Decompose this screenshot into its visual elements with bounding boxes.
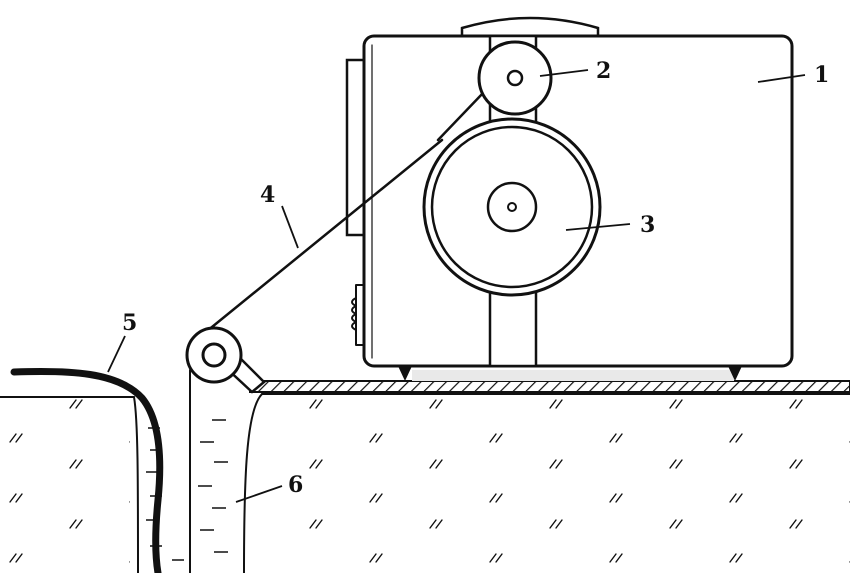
- guide-pulley: [185, 326, 266, 394]
- label-5: 5: [122, 310, 137, 336]
- soil-left: [0, 399, 130, 573]
- leader-3: [565, 223, 631, 231]
- cable-5: [10, 367, 164, 573]
- leader-2: [539, 69, 589, 77]
- pulley-2-wheel: [477, 40, 553, 116]
- borehole-left-wall: [133, 396, 139, 573]
- guide-pulley-wheel: [185, 326, 243, 384]
- drum-hub: [486, 181, 538, 233]
- label-1: 1: [814, 62, 829, 88]
- base-plate-highlight: [412, 370, 734, 381]
- guide-pulley-hub: [201, 342, 227, 368]
- case-handle: [460, 16, 600, 39]
- leader-1: [757, 74, 806, 83]
- label-3: 3: [640, 212, 655, 238]
- label-6: 6: [288, 472, 303, 498]
- leader-4: [281, 205, 299, 249]
- drum-outer: [422, 117, 602, 297]
- pulley-2: [477, 40, 553, 116]
- label-2: 2: [596, 58, 611, 84]
- foot-right: [728, 366, 742, 381]
- ground: [0, 393, 850, 573]
- wire-upper: [436, 90, 486, 142]
- side-knob: [351, 284, 365, 346]
- borehole: [133, 393, 263, 573]
- drum-3: [422, 117, 602, 297]
- base-plate: [249, 380, 850, 393]
- leader-lines: [107, 69, 806, 503]
- wire-diagonal: [194, 138, 444, 342]
- borehole-right-wall: [243, 393, 263, 573]
- leader-5: [107, 335, 126, 373]
- drum-rim: [430, 125, 594, 289]
- water-column: [146, 419, 228, 561]
- soil-right: [268, 399, 850, 573]
- label-4: 4: [260, 182, 275, 208]
- drum-axle: [507, 202, 517, 212]
- vertical-frame-lower: [488, 286, 538, 368]
- leader-6: [235, 485, 283, 503]
- foot-left: [398, 366, 412, 381]
- wire-4: [189, 90, 486, 573]
- pulley-2-hub: [506, 69, 524, 87]
